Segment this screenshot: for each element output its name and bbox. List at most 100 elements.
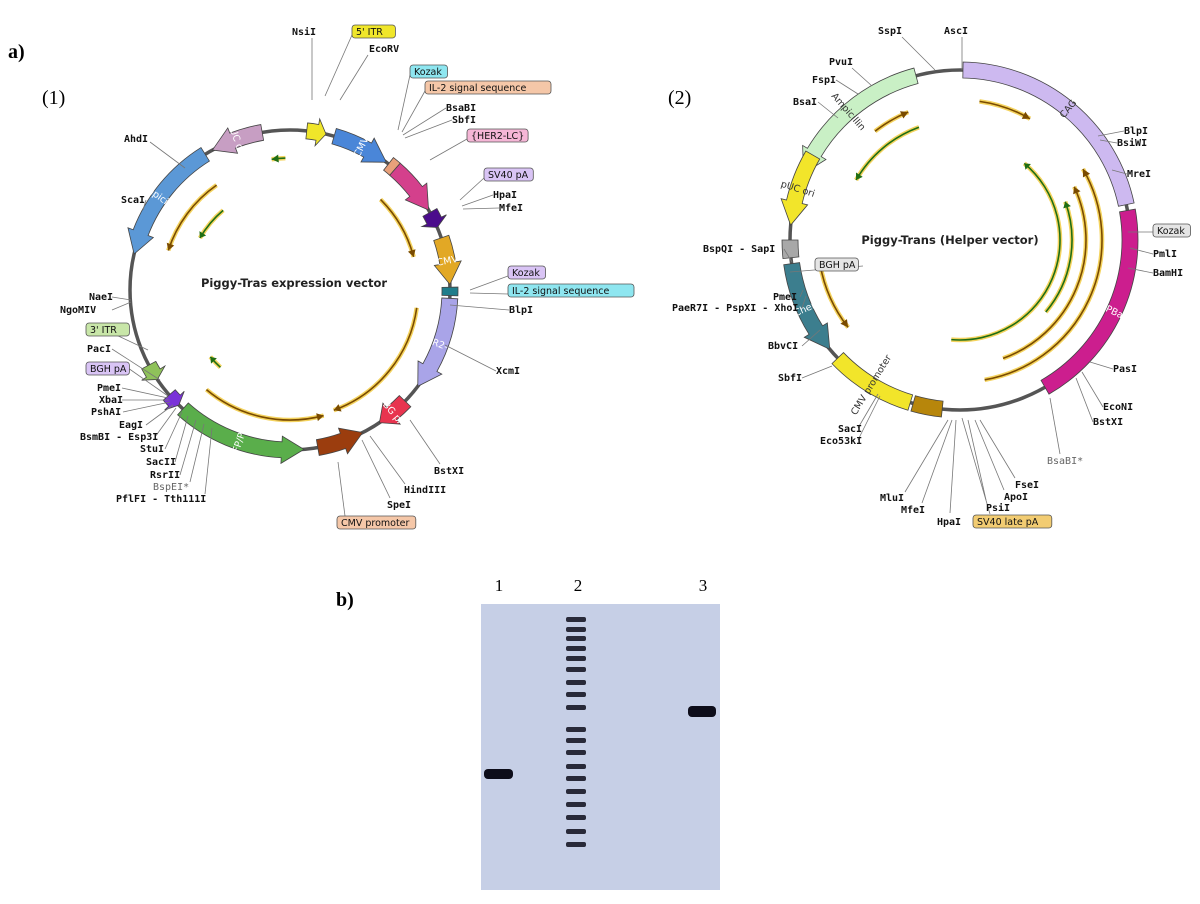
feat-sv40pa [420, 208, 447, 228]
site-scai-label: ScaI [121, 195, 145, 206]
site-mrei-leader [1111, 169, 1128, 175]
site-pflfi-leader [204, 427, 213, 495]
site-pshai-label: PshAI [91, 407, 121, 418]
orf-bgh-inner [208, 355, 222, 369]
feat-puc: pUC ori [211, 121, 265, 158]
map2-title: Piggy-Trans (Helper vector) [861, 233, 1038, 247]
feat-cmv-promoter-shape [315, 427, 364, 456]
gel-bands [484, 617, 716, 847]
site-bspei-leader [189, 423, 205, 483]
site-sspi: SspI [878, 26, 936, 71]
feat-her2hc-shape [417, 297, 459, 387]
site-pasi-label: PasI [1113, 364, 1137, 375]
feat-kozak2 [441, 286, 459, 297]
site-naei: NaeI [89, 292, 132, 303]
feat-sv40pa-shape [420, 208, 447, 228]
site-naei-leader [111, 296, 132, 301]
site-hpai: HpaI [461, 190, 517, 207]
site-pvui-leader [851, 67, 873, 87]
lbl2-kozak: Kozak [1128, 223, 1191, 238]
orf-bgh-inner-head [210, 356, 217, 364]
site-ngomiv-label: NgoMIV [60, 305, 96, 316]
site-bspei-label: BspEI* [153, 482, 189, 493]
site-saci-leader [857, 393, 879, 429]
orf2-green3-head [856, 172, 863, 180]
orf-egfp [204, 387, 325, 423]
site-pmei-label: PmeI [97, 383, 121, 394]
site-sacii-leader [174, 415, 189, 463]
orf2-hyp2-line [1002, 186, 1087, 360]
site-pmei: PmeI [773, 289, 804, 303]
site-eagi-leader [145, 404, 174, 426]
ladder-band-16 [566, 802, 586, 807]
site-pvui-label: PvuI [829, 57, 853, 68]
site-hindiii-leader [369, 435, 406, 485]
lbl-kozak1-text: Kozak [414, 67, 442, 78]
site-fsei: FseI [979, 419, 1039, 491]
feat-puc-shape [211, 124, 265, 154]
lbl-il2-2-box [507, 283, 635, 298]
site-spei-label: SpeI [387, 500, 411, 511]
site-ahdi-leader [149, 141, 186, 169]
site-bsmbi-leader [154, 407, 177, 438]
orf2-cag-a-head [1021, 111, 1030, 119]
site-hpai-leader [949, 419, 957, 514]
site-sacii-label: SacII [146, 457, 176, 468]
site-eco53ki: Eco53kI [820, 395, 881, 447]
lbl-3itr: 3' ITR [85, 322, 149, 351]
site-ecorv-label: EcoRV [369, 44, 399, 55]
site-pflfi-label: PflFI - Tth111I [116, 494, 206, 505]
site-bstxi: BstXI [409, 419, 464, 477]
site-paci: PacI [87, 344, 161, 381]
feat-cmv-promoter [315, 427, 364, 456]
ladder-band-3 [566, 636, 586, 641]
site-naei-label: NaeI [89, 292, 113, 303]
feat2-cmv-promoter-shape [831, 351, 914, 411]
orf2-green1 [1044, 200, 1075, 314]
site-eagi: EagI [119, 404, 174, 431]
site-fspi-leader [835, 79, 859, 95]
site-sbfi-label: SbfI [778, 373, 802, 384]
feat2-bghpa [781, 239, 800, 260]
ladder-band-15 [566, 789, 586, 794]
site-psii-leader [967, 419, 987, 501]
ladder-band-18 [566, 829, 586, 834]
lbl-il2-1: IL-2 signal sequence [401, 80, 552, 133]
lbl-bghpa-box [85, 361, 130, 376]
feat2-puc-shape [780, 150, 821, 226]
site-pasi-leader [1089, 361, 1114, 370]
lbl-kozak2-text: Kozak [512, 268, 540, 279]
site-xbai-label: XbaI [99, 395, 123, 406]
site-eco53ki-label: Eco53kI [820, 436, 862, 447]
orf2-green1-head [1063, 201, 1071, 209]
site-bsiwi: BsiWI [1099, 137, 1147, 149]
site-mfei: MfeI [901, 419, 953, 516]
orf2-hypbase-head [1082, 169, 1091, 178]
lbl2-kozak-text: Kozak [1157, 226, 1185, 237]
site-mrei-label: MreI [1127, 169, 1151, 180]
site-paer7i: PaeR7I - PspXI - XhoI [672, 295, 807, 314]
orf2-green2-line [951, 162, 1061, 341]
orf-her2hc [333, 307, 419, 413]
site-mfei-label: MfeI [499, 203, 523, 214]
map1-orf-arrows [166, 154, 419, 423]
site-bsai: BsaI [793, 97, 839, 119]
site-ahdi-label: AhdI [124, 134, 148, 145]
site-hpai: HpaI [937, 419, 961, 528]
site-sbfi-leader [801, 365, 833, 379]
orf-her2hc-glow [333, 307, 419, 413]
lbl-sv40pa-box [483, 167, 534, 182]
site-bbvci-leader [801, 329, 821, 347]
orf-amp-inner-head [199, 231, 207, 238]
site-pmei-leader [121, 387, 169, 399]
site-bsiwi-label: BsiWI [1117, 137, 1147, 149]
ladder-band-10 [566, 727, 586, 732]
orf-her2lc-glow [378, 197, 416, 258]
site-scai: ScaI [121, 195, 147, 211]
ladder-band-6 [566, 667, 586, 672]
site-bbvci-label: BbvCI [768, 341, 798, 352]
lbl2-bghpa-text: BGH pA [819, 260, 856, 271]
site-mfei-label: MfeI [901, 505, 925, 516]
site-bsmbi: BsmBI - Esp3I [80, 407, 177, 443]
